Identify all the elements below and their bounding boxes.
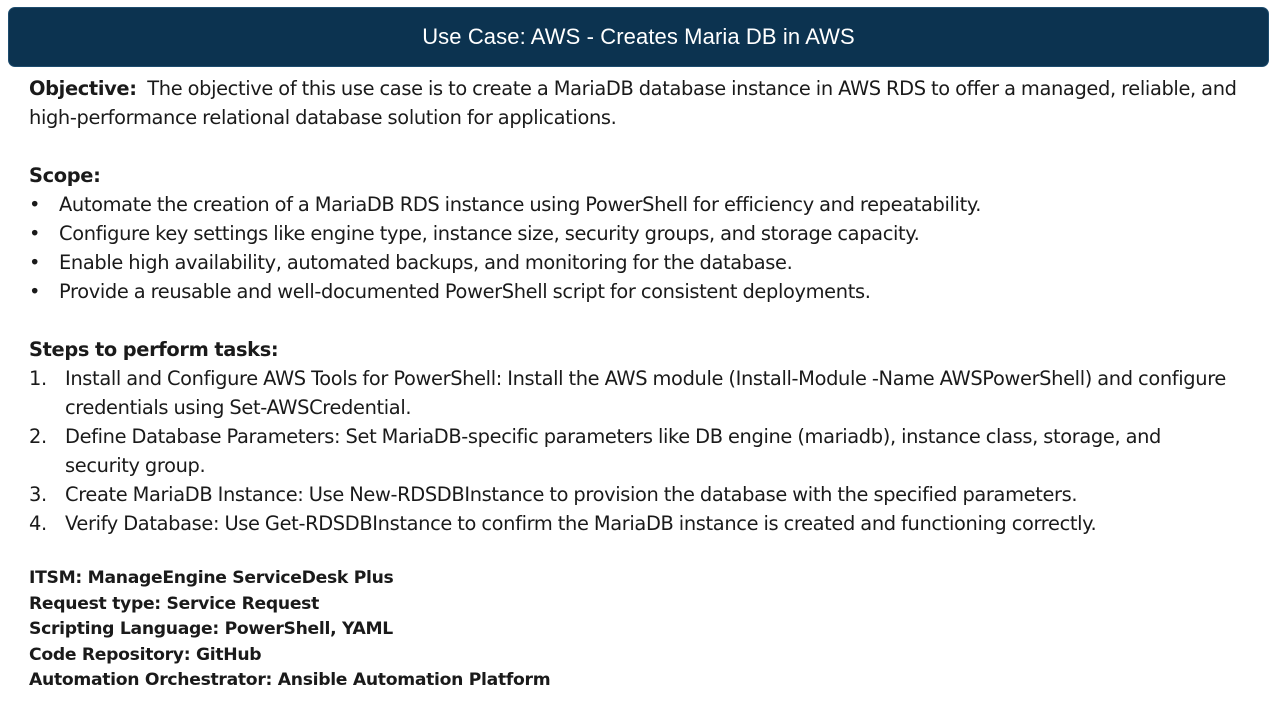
bullet-icon: • (29, 251, 41, 274)
scope-list: • Automate the creation of a MariaDB RDS … (29, 190, 1259, 306)
title-banner: Use Case: AWS - Creates Maria DB in AWS (8, 7, 1269, 67)
scripting-language-line: Scripting Language: PowerShell, YAML (29, 619, 393, 639)
steps-list: 1. Install and Configure AWS Tools for Po… (29, 364, 1259, 538)
step-text: Define Database Parameters: Set MariaDB-… (65, 425, 1162, 477)
itsm-line: ITSM: ManageEngine ServiceDesk Plus (29, 568, 394, 588)
bullet-icon: • (29, 222, 41, 245)
objective-text: The objective of this use case is to cre… (29, 77, 1237, 129)
page-title: Use Case: AWS - Creates Maria DB in AWS (422, 24, 855, 49)
list-item: • Provide a reusable and well-documented … (29, 277, 1259, 306)
scope-heading: Scope: (29, 164, 101, 187)
scope-item-text: Provide a reusable and well-documented P… (59, 280, 871, 303)
spacer (29, 132, 1259, 161)
list-item: 4. Verify Database: Use Get-RDSDBInstance… (29, 509, 1259, 538)
step-number: 2. (29, 425, 47, 448)
list-item: • Enable high availability, automated bac… (29, 248, 1259, 277)
automation-orchestrator-line: Automation Orchestrator: Ansible Automat… (29, 670, 551, 690)
step-text: Install and Configure AWS Tools for Powe… (65, 367, 1226, 419)
scope-item-text: Configure key settings like engine type,… (59, 222, 920, 245)
code-repository-line: Code Repository: GitHub (29, 644, 262, 665)
step-number: 3. (29, 483, 47, 506)
scope-item-text: Enable high availability, automated back… (59, 251, 793, 274)
objective-label: Objective: (29, 77, 137, 100)
request-type-line: Request type: Service Request (29, 593, 320, 614)
steps-heading: Steps to perform tasks: (29, 338, 279, 361)
step-number: 4. (29, 512, 47, 535)
main-content: Objective: The objective of this use cas… (29, 74, 1259, 538)
list-item: 1. Install and Configure AWS Tools for Po… (29, 364, 1259, 422)
objective-paragraph: Objective: The objective of this use cas… (29, 74, 1259, 132)
bullet-icon: • (29, 280, 41, 303)
step-number: 1. (29, 367, 47, 390)
step-text: Create MariaDB Instance: Use New-RDSDBIn… (65, 483, 1078, 506)
step-text: Verify Database: Use Get-RDSDBInstance t… (65, 512, 1097, 535)
metadata-block: ITSM: ManageEngine ServiceDesk Plus Requ… (29, 566, 551, 694)
scope-item-text: Automate the creation of a MariaDB RDS i… (59, 193, 982, 216)
list-item: • Automate the creation of a MariaDB RDS … (29, 190, 1259, 219)
list-item: 3. Create MariaDB Instance: Use New-RDSDB… (29, 480, 1259, 509)
list-item: 2. Define Database Parameters: Set MariaD… (29, 422, 1259, 480)
list-item: • Configure key settings like engine type… (29, 219, 1259, 248)
bullet-icon: • (29, 193, 41, 216)
spacer (29, 306, 1259, 335)
